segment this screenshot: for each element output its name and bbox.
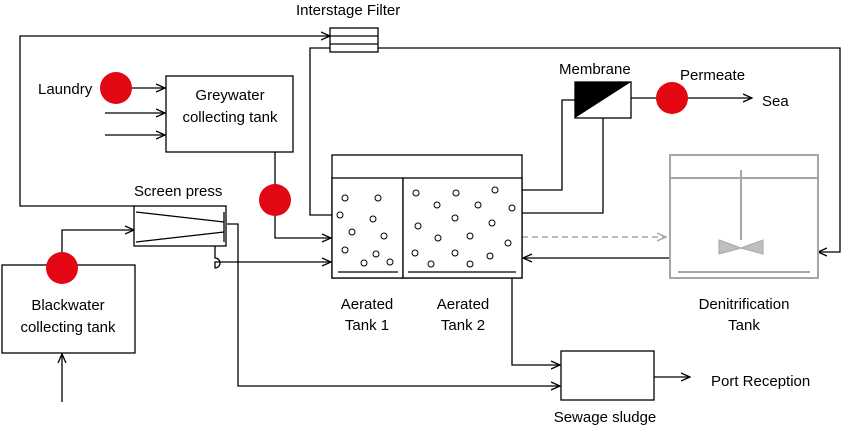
label-greywater-1: Greywater xyxy=(195,87,264,104)
label-membrane: Membrane xyxy=(559,61,631,78)
aeration-bubbles xyxy=(336,186,516,268)
blackwater-pump-icon xyxy=(46,252,78,284)
label-port-reception: Port Reception xyxy=(711,373,810,390)
laundry-pump-icon xyxy=(100,72,132,104)
label-aerated2-1: Aerated xyxy=(437,296,490,313)
label-sea: Sea xyxy=(762,93,789,110)
label-blackwater-1: Blackwater xyxy=(31,297,104,314)
label-denitrification-1: Denitrification xyxy=(699,296,790,313)
greywater-tank xyxy=(165,75,294,153)
label-aerated1-1: Aerated xyxy=(341,296,394,313)
aerated2-to-sludge-line xyxy=(511,278,560,365)
mixer-icon xyxy=(718,239,764,255)
label-aerated1-2: Tank 1 xyxy=(345,317,389,334)
label-denitrification-2: Tank xyxy=(728,317,760,334)
screen-press-to-sludge-line xyxy=(227,223,560,386)
aerated-tank-2 xyxy=(402,177,523,279)
filter-to-aerated1-line xyxy=(309,47,332,216)
greywater-pump-icon xyxy=(259,184,291,216)
membrane-return-line xyxy=(522,118,604,214)
filter-to-denitrification-line xyxy=(378,47,841,252)
membrane-icon xyxy=(574,81,632,119)
greywater-to-aerated1-line xyxy=(274,152,331,238)
label-aerated2-2: Tank 2 xyxy=(441,317,485,334)
label-greywater-2: collecting tank xyxy=(182,109,278,126)
recirculation-line-to-filter xyxy=(19,36,330,207)
permeate-pump-icon xyxy=(656,82,688,114)
screen-press xyxy=(133,205,227,247)
label-interstage-filter: Interstage Filter xyxy=(296,2,400,19)
label-blackwater-2: collecting tank xyxy=(20,319,116,336)
label-permeate: Permeate xyxy=(680,67,745,84)
label-laundry: Laundry xyxy=(38,81,93,98)
label-screen-press: Screen press xyxy=(134,183,222,200)
aerated2-to-membrane-line xyxy=(522,99,575,191)
sewage-sludge-tank xyxy=(560,350,655,401)
interstage-filter xyxy=(329,27,379,53)
denitrification-tank xyxy=(669,154,819,279)
label-sewage-sludge: Sewage sludge xyxy=(554,409,657,426)
screen-press-to-aerated1-line xyxy=(214,225,331,269)
